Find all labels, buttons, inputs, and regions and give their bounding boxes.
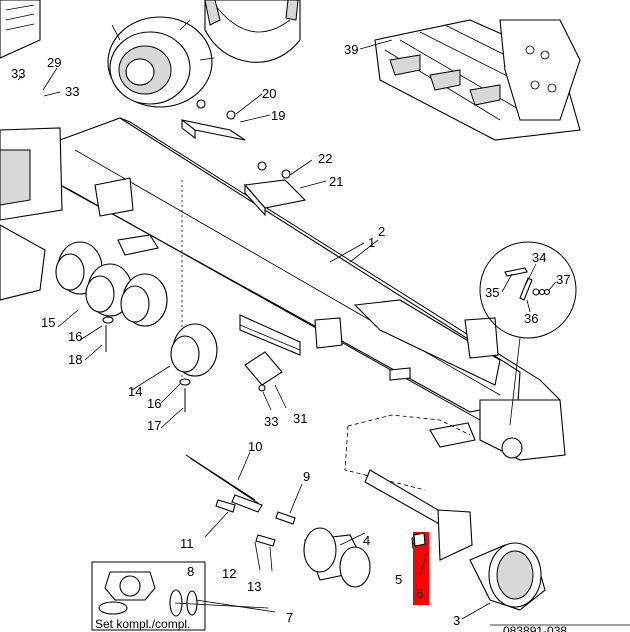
callout-1: 1: [368, 235, 375, 250]
callout-18: 18: [68, 352, 82, 367]
callout-39: 39: [344, 42, 358, 57]
tensioner-drawing: [185, 414, 546, 611]
callout-4: 4: [363, 533, 370, 548]
callout-9: 9: [303, 469, 310, 484]
document-number: ...083891-038: [493, 624, 567, 632]
callout-29: 29: [47, 55, 61, 70]
callout-16-upper: 16: [68, 329, 82, 344]
callout-22: 22: [318, 151, 332, 166]
leader-lines: [17, 39, 557, 620]
highlight-part-6: [413, 532, 429, 605]
part-6-bolt: [413, 532, 426, 547]
callout-33-right: 33: [65, 84, 79, 99]
callout-7: 7: [286, 610, 293, 625]
callout-6: 6: [416, 586, 423, 601]
callout-8: 8: [187, 564, 194, 579]
callout-21: 21: [329, 174, 343, 189]
travel-motor-drawing: [0, 0, 215, 108]
callout-20: 20: [262, 86, 276, 101]
callout-33-left: 33: [11, 66, 25, 81]
callout-3: 3: [453, 613, 460, 628]
callout-16-lower: 16: [147, 396, 161, 411]
set-complete-label: Set kompl./compl.: [95, 617, 190, 631]
callout-19: 19: [271, 108, 285, 123]
callout-15: 15: [41, 315, 55, 330]
callout-13: 13: [247, 579, 261, 594]
callout-5: 5: [395, 572, 402, 587]
sprocket-drawing: [204, 0, 301, 63]
callout-14: 14: [128, 384, 142, 399]
callout-17: 17: [147, 418, 161, 433]
callout-34: 34: [532, 250, 546, 265]
cover-plate-drawing: [244, 351, 283, 392]
callout-labels: 1 2 3 4 5 6 7 8 9 10 11 12 13 14 15 16 1…: [11, 42, 570, 632]
callout-35: 35: [485, 285, 499, 300]
callout-31: 31: [293, 411, 307, 426]
callout-10: 10: [248, 439, 262, 454]
callout-12: 12: [222, 566, 236, 581]
callout-11: 11: [180, 536, 194, 551]
track-chain-drawing: [374, 19, 581, 141]
callout-36: 36: [524, 311, 538, 326]
callout-2: 2: [378, 224, 385, 239]
pad-plates-drawing: [181, 99, 307, 217]
seal-set-box: [91, 561, 206, 631]
callout-33-cover: 33: [264, 414, 278, 429]
callout-37: 37: [556, 272, 570, 287]
rollers-drawing: [55, 241, 218, 412]
track-frame-drawing: [0, 117, 566, 461]
